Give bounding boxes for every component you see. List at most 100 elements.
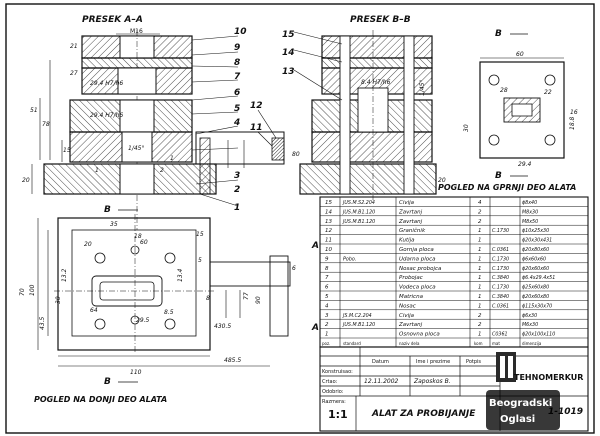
- dim-13-2: 13.2: [61, 268, 68, 282]
- tb-razmera-label: Razmera:: [322, 399, 346, 405]
- part-row-material: C.1730: [492, 256, 509, 262]
- part-row-qty: 1: [478, 256, 482, 262]
- part-row-pos: 8: [325, 266, 329, 272]
- marker-b-top-1: B: [495, 29, 502, 39]
- watermark: TEHNOMERKUR Beogradski Oglasi: [486, 352, 583, 430]
- parts-header-material: mat: [492, 341, 500, 346]
- tb-scale: 1:1: [328, 408, 348, 421]
- section-bb: PRESEK B–B 8.4 H7/h6 1/45° 20 15 14 13: [282, 15, 446, 200]
- part-row-pos: 3: [325, 313, 329, 319]
- part-row-pos: 6: [325, 285, 329, 291]
- dim-label-51: 51: [30, 107, 38, 114]
- dim-70: 70: [19, 288, 26, 296]
- part-row-pos: 1: [325, 332, 329, 338]
- part-row-name: Zavrtanj: [398, 219, 423, 225]
- watermark-logo-text: TEHNOMERKUR: [514, 373, 583, 382]
- dim-label-80: 80: [292, 151, 300, 158]
- dim-label-78: 78: [42, 121, 50, 128]
- dim-430-5: 430.5: [214, 323, 231, 330]
- part-row-dimension: ϕ115x30x70: [522, 303, 552, 309]
- part-row-qty: 1: [478, 228, 482, 234]
- watermark-line-2: Oglasi: [500, 414, 535, 425]
- callout-14: 14: [282, 48, 295, 58]
- callout-4: 4: [233, 118, 240, 128]
- part-row-qty: 1: [478, 275, 482, 281]
- dim-8-5: 8.5: [164, 309, 174, 316]
- dim-22-top: 22: [544, 89, 552, 96]
- bb-chamfer-label: 1/45°: [419, 80, 426, 96]
- section-aa-title: PRESEK A–A: [82, 15, 143, 25]
- callout-2: 2: [234, 185, 240, 195]
- part-row-pos: 15: [325, 200, 332, 206]
- marker-b-top-2: B: [495, 171, 502, 181]
- part-row-material: C.0361: [492, 303, 509, 309]
- marker-b-bottom-2: B: [104, 377, 111, 387]
- tb-crtao: Crtao:: [322, 379, 338, 385]
- callout-15: 15: [282, 30, 295, 40]
- section-aa: PRESEK A–A M16 29.4 H7/h6 29.4 H7/h6 1/4…: [22, 15, 300, 230]
- callout-6: 6: [234, 88, 240, 98]
- part-row-pos: 7: [325, 275, 329, 281]
- part-row-dimension: ϕ6.4x29.4x51: [522, 275, 555, 281]
- part-row-dimension: M8x50: [522, 219, 538, 225]
- bottom-view-title: POGLED NA DONJI DEO ALATA: [34, 395, 167, 404]
- part-row-standard: JUS.M.B1.120: [342, 219, 375, 225]
- tb-datum-header: Datum: [372, 359, 389, 365]
- tb-drawing-no: 1-1019: [548, 407, 583, 417]
- callout-5: 5: [234, 104, 240, 114]
- tb-signature: Zaposkos B.: [413, 378, 451, 385]
- dim-110: 110: [130, 369, 142, 376]
- callout-13: 13: [282, 67, 295, 77]
- part-row-name: Nosac: [399, 303, 416, 309]
- title-block: Datum Ime i prezime Potpis Konstruisao: …: [319, 346, 589, 432]
- part-row-material: C.1730: [492, 285, 509, 291]
- dim-16-top: 16: [570, 109, 578, 116]
- part-row-dimension: M6x30: [522, 322, 538, 328]
- dim-43-5: 43.5: [39, 316, 46, 330]
- part-row-dimension: ϕ10x25x30: [522, 228, 549, 234]
- dim-5: 5: [198, 257, 202, 264]
- callout-11: 11: [250, 123, 263, 133]
- tb-ime-header: Ime i prezime: [416, 359, 450, 365]
- part-row-pos: 4: [325, 303, 329, 309]
- watermark-line-1: Beogradski: [489, 398, 552, 409]
- part-row-qty: 2: [478, 209, 482, 215]
- tb-date: 12.11.2002: [364, 378, 399, 385]
- part-row-standard: JUS.M.S2.204: [342, 200, 375, 206]
- thread-label-m16: M16: [130, 28, 143, 35]
- callout-3: 3: [234, 171, 240, 181]
- part-row-pos: 12: [325, 228, 332, 234]
- part-row-dimension: ϕ20x60x60: [522, 266, 549, 272]
- dim-30-top: 30: [463, 124, 470, 132]
- part-row-dimension: ϕ20x30x431: [522, 238, 552, 244]
- part-row-name: Civija: [399, 313, 415, 319]
- dim-60: 60: [140, 239, 148, 246]
- part-row-name: Osnovna ploca: [399, 332, 440, 338]
- marker-one: 1: [95, 167, 99, 174]
- part-row-dimension: ϕ6x60x60: [522, 256, 546, 262]
- top-view: B 60 16 28 30 22 29.4 18.8 B POGLED NA G…: [438, 29, 578, 192]
- part-row-material: C.3840: [492, 294, 509, 300]
- part-row-name: Gornja ploca: [399, 247, 434, 253]
- tb-title: ALAT ZA PROBIJANJE: [371, 409, 476, 419]
- part-row-pos: 14: [325, 209, 332, 215]
- callout-9: 9: [234, 43, 240, 53]
- dim-label-20: 20: [22, 177, 30, 184]
- section-aa-callouts: [191, 35, 239, 207]
- dim-60-top: 60: [516, 51, 524, 58]
- callout-12: 12: [250, 101, 263, 111]
- part-row-pos: 11: [325, 238, 332, 244]
- parts-header-standard: standard: [343, 341, 361, 346]
- dim-20: 20: [84, 241, 92, 248]
- tb-potpis-header: Potpis: [466, 359, 481, 365]
- part-row-name: Zavrtanj: [398, 209, 423, 215]
- bb-dim-20: 20: [438, 177, 446, 184]
- part-row-qty: 4: [478, 200, 482, 206]
- marker-two: 2: [160, 167, 164, 174]
- part-row-name: Graničnik: [399, 227, 426, 234]
- section-bb-title: PRESEK B–B: [350, 15, 411, 25]
- dim-485-5: 485.5: [224, 357, 241, 364]
- part-row-pos: 5: [325, 294, 329, 300]
